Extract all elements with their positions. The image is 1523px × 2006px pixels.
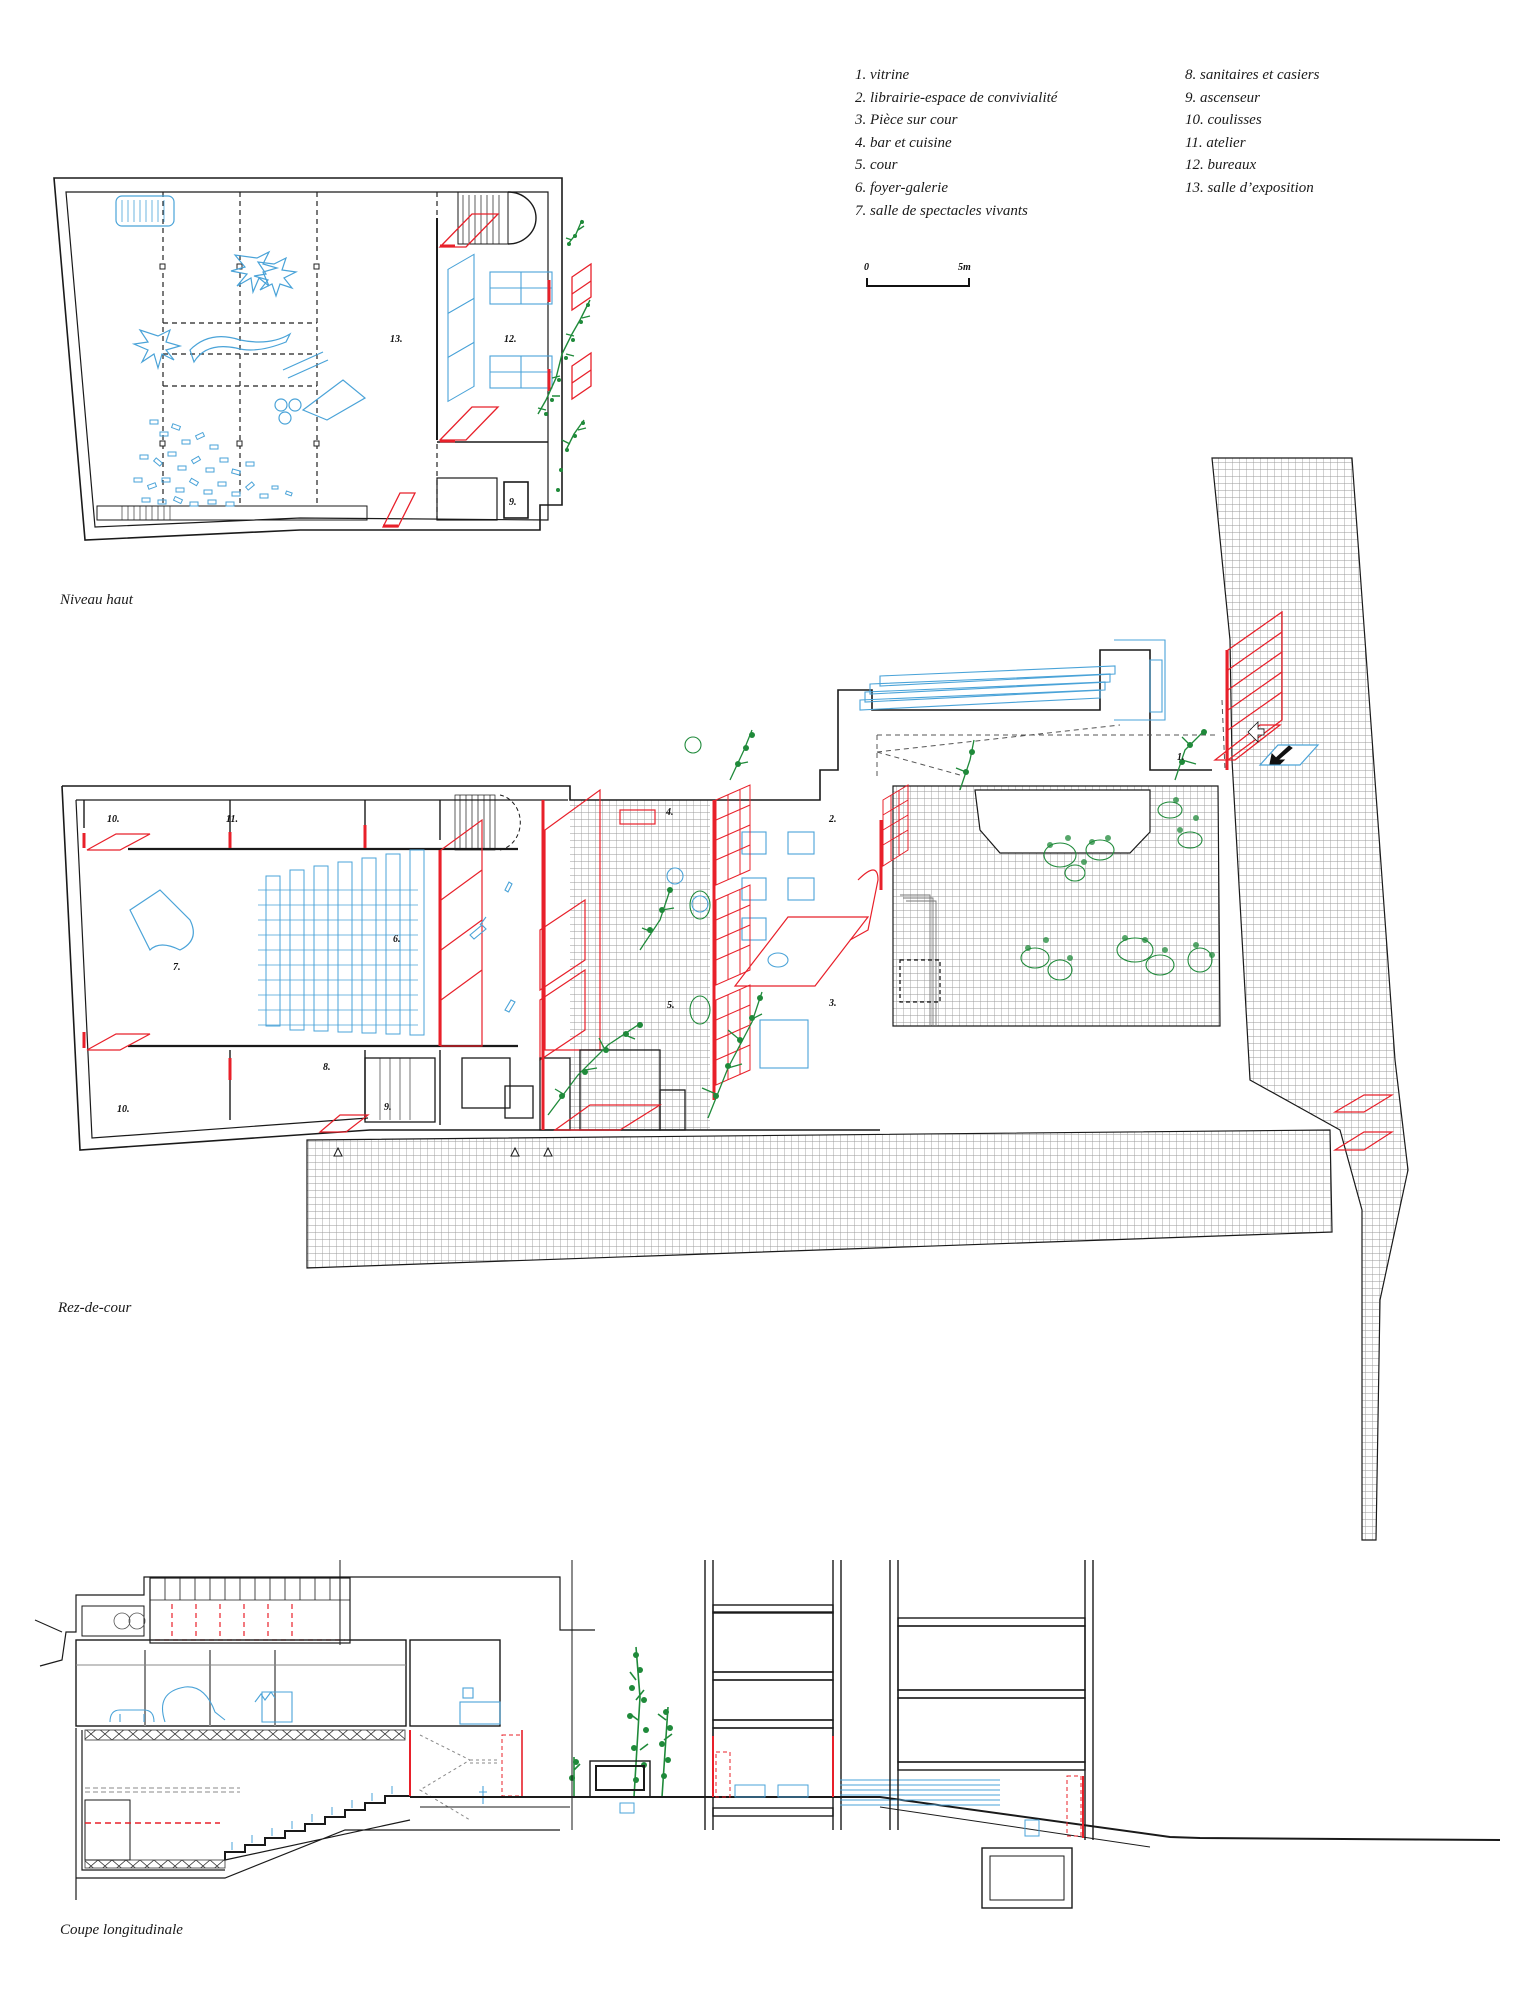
room-label-5: 5.: [667, 1000, 675, 1011]
auditorium-seats: [258, 849, 425, 1036]
room-label-13: 13.: [390, 334, 403, 345]
legend-item: 12. bureaux: [1185, 157, 1257, 174]
room-label-2: 2.: [828, 814, 837, 825]
room-label-11: 11.: [226, 814, 238, 825]
scale-bar-start-label: 0: [864, 262, 869, 273]
legend-item: 9. ascenseur: [1185, 89, 1260, 106]
legend-item: 10. coulisses: [1185, 112, 1262, 129]
legend-item: 11. atelier: [1185, 134, 1246, 151]
room-label-8: 8.: [323, 1062, 331, 1073]
legend-right-column: 8. sanitaires et casiers 9. ascenseur 10…: [1185, 64, 1319, 200]
upper-level-plan: 13. 12. 9.: [53, 177, 592, 541]
ground-level-plan: 1. 2. 3. 4. 5. 6. 7. 8. 9. 10. 10. 11.: [61, 457, 1409, 1541]
scale-bar-end-label: 5m: [958, 262, 971, 273]
caption-ground-level: Rez-de-cour: [58, 1300, 132, 1316]
room-label-4: 4.: [665, 807, 674, 818]
room-label-3: 3.: [828, 998, 837, 1009]
room-label-12: 12.: [504, 334, 517, 345]
legend-item: 7. salle de spectacles vivants: [855, 202, 1028, 219]
legend-item: 8. sanitaires et casiers: [1185, 67, 1320, 83]
room-label-9-upper: 9.: [509, 497, 517, 508]
caption-section: Coupe longitudinale: [60, 1922, 183, 1938]
room-label-10-bottom: 10.: [117, 1104, 130, 1115]
legend-item: 2. librairie-espace de convivialité: [855, 89, 1058, 106]
legend-left-column: 1. vitrine 2. librairie-espace de conviv…: [855, 64, 1057, 222]
legend-item: 3. Pièce sur cour: [855, 112, 958, 129]
legend-item: 5. cour: [855, 157, 898, 174]
room-label-10-top: 10.: [107, 814, 120, 825]
room-label-9: 9.: [384, 1102, 392, 1113]
scale-bar-line: [866, 278, 970, 287]
room-label-6: 6.: [393, 934, 401, 945]
legend-item: 13. salle d’exposition: [1185, 179, 1314, 196]
longitudinal-section: [34, 1560, 1501, 1909]
exhibit-blocks: [133, 419, 293, 507]
scale-bar: 0 5m: [862, 262, 982, 292]
caption-upper-level: Niveau haut: [60, 592, 133, 608]
legend-item: 6. foyer-galerie: [855, 179, 949, 196]
room-label-1: 1.: [1177, 752, 1185, 763]
room-label-7: 7.: [173, 962, 181, 973]
legend-item: 1. vitrine: [855, 67, 910, 83]
legend-item: 4. bar et cuisine: [855, 134, 952, 151]
